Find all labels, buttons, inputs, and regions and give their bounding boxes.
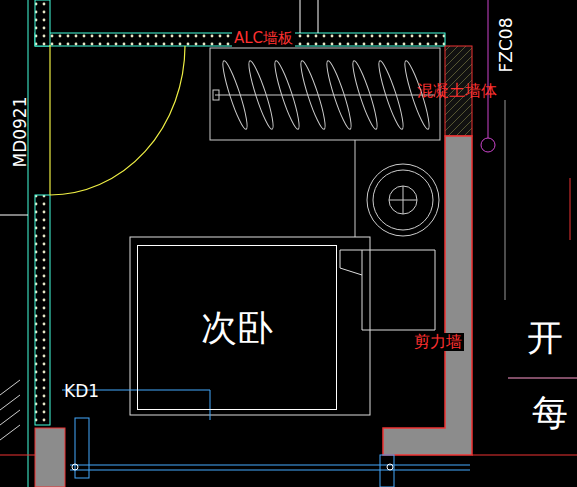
wardrobe [210,48,440,140]
material-label: ALC墙板 [232,30,295,47]
pillow [340,250,435,330]
pipe-symbol [481,138,495,152]
pipe-code: FZC08 [497,16,516,75]
alc-wall [35,195,50,425]
shear-wall [383,136,472,455]
alc-wall [35,0,50,46]
note-text: 开 [525,318,565,358]
washer-symbol [367,164,439,236]
room-name: 次卧 [201,308,273,348]
opening-code: KD1 [62,382,101,401]
room-label-box: 次卧 [137,245,337,410]
door-code: MD0921 [11,94,30,169]
door-swing [50,46,185,195]
shear-wall [35,428,65,487]
bed [130,237,370,415]
material-label: 混凝土墙体 [415,82,499,100]
note-text: 每 [530,393,570,433]
material-label: 剪力墙 [412,333,464,351]
